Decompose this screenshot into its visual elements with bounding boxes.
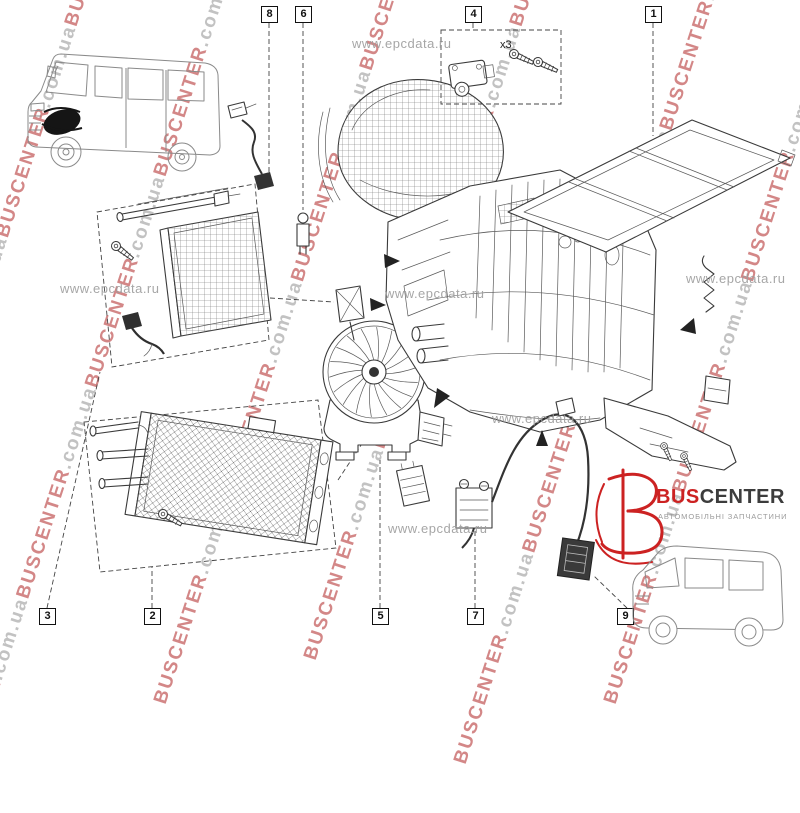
callout-2[interactable]: 2 — [144, 608, 161, 625]
callout-4[interactable]: 4 — [465, 6, 482, 23]
callout-3[interactable]: 3 — [39, 608, 56, 625]
exploded-diagram: x3 — [27, 23, 796, 609]
callout-6[interactable]: 6 — [295, 6, 312, 23]
bracket-arm[interactable] — [603, 397, 737, 473]
part-location-marker — [41, 107, 83, 135]
mounting-frame[interactable] — [507, 119, 796, 253]
actuator-kit[interactable]: x3 — [440, 29, 562, 105]
spring-clip — [701, 255, 715, 313]
screw-quantity-label: x3 — [500, 39, 512, 51]
evaporator-assembly[interactable] — [96, 183, 272, 368]
watermark-brand-text: BUSCENTER — [0, 676, 7, 813]
grommet[interactable] — [335, 285, 365, 341]
assembly-arrows — [370, 254, 696, 446]
callout-7[interactable]: 7 — [467, 608, 484, 625]
callout-9[interactable]: 9 — [617, 608, 634, 625]
callout-1[interactable]: 1 — [645, 6, 662, 23]
sensor-wire[interactable] — [227, 101, 274, 190]
callout-8[interactable]: 8 — [261, 6, 278, 23]
harness-connector[interactable] — [556, 537, 595, 581]
blower-motor[interactable] — [322, 320, 453, 461]
callout-5[interactable]: 5 — [372, 608, 389, 625]
heater-pipe-ports — [411, 323, 449, 364]
temp-sensor[interactable] — [296, 212, 310, 255]
van-illustration — [27, 53, 221, 172]
heater-core-assembly[interactable] — [83, 399, 337, 573]
air-intake-duct[interactable] — [318, 79, 504, 221]
wiring-harness[interactable] — [395, 397, 595, 581]
